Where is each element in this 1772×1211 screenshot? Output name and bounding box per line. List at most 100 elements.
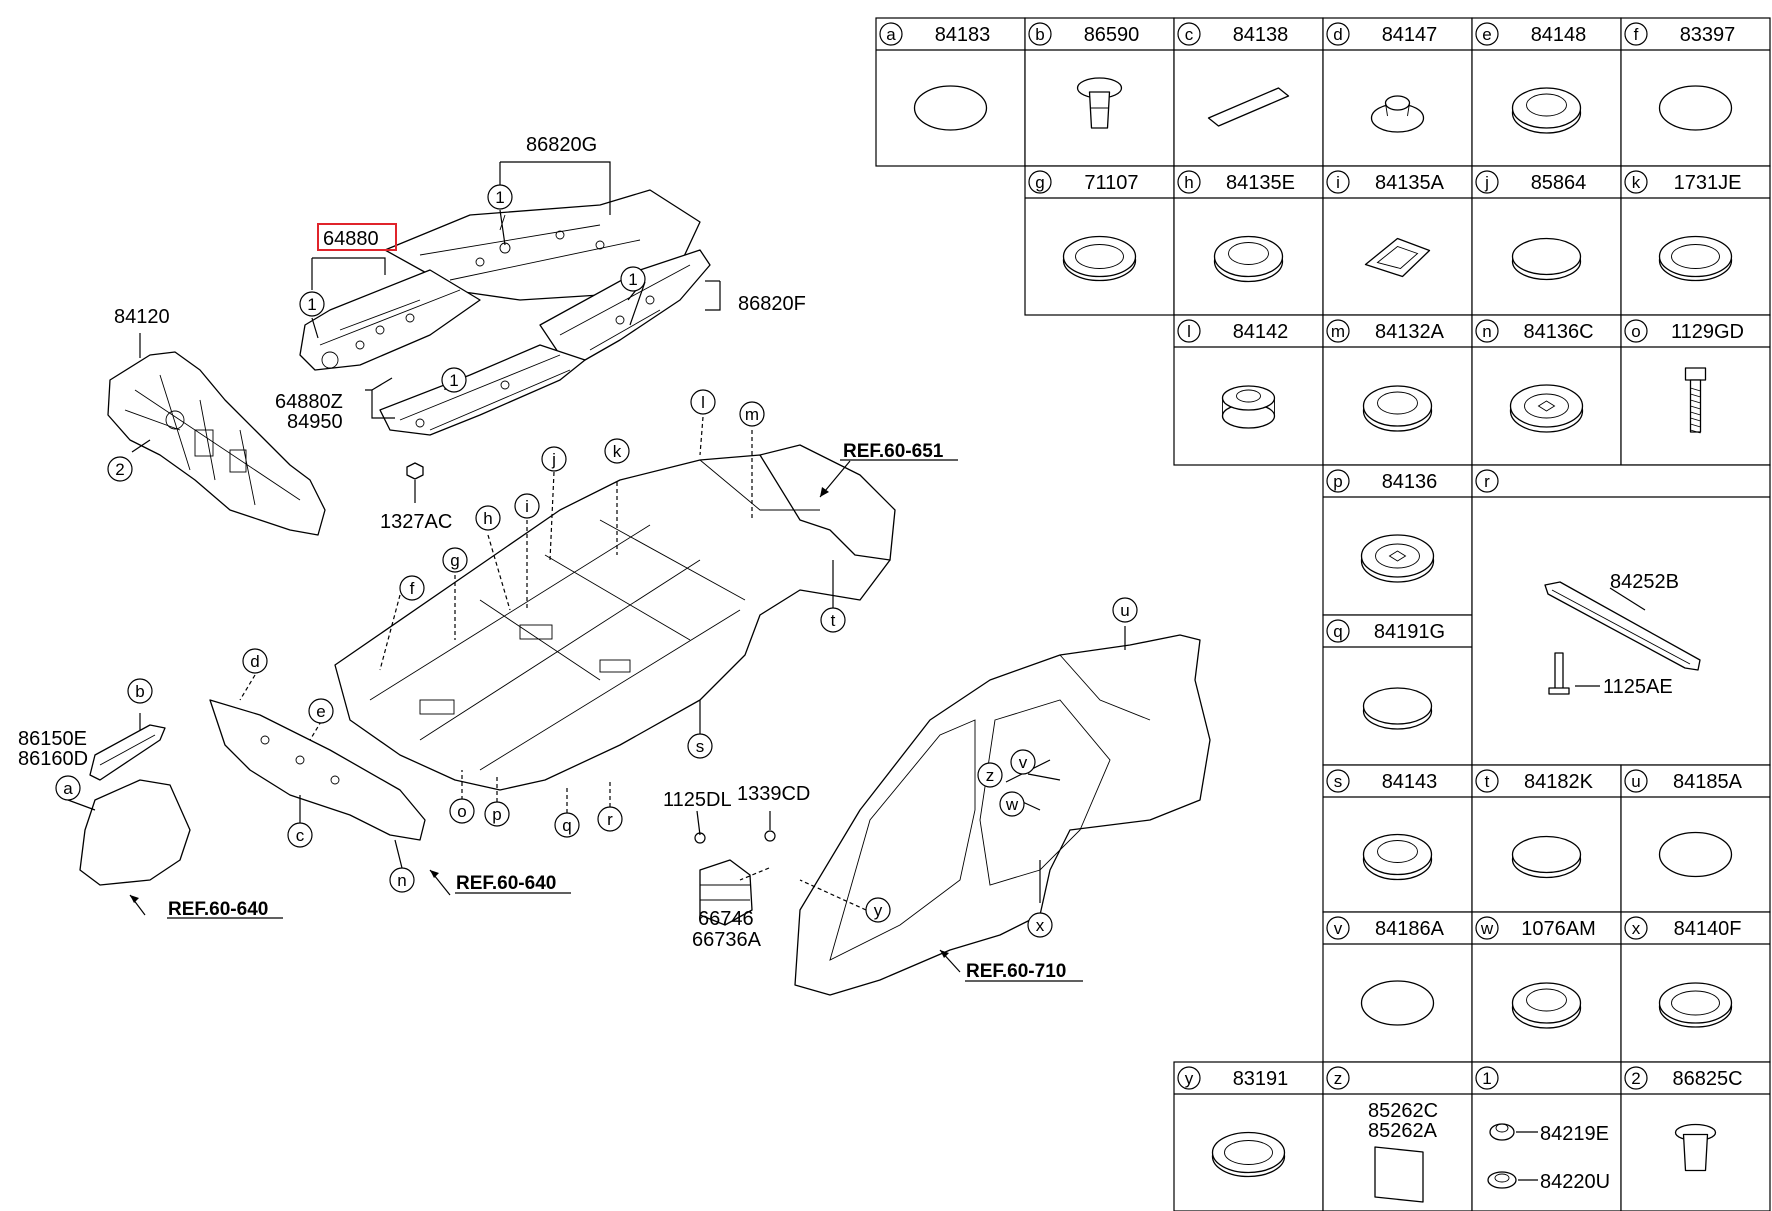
cross-plug-icon <box>1360 534 1435 583</box>
svg-text:b: b <box>135 682 144 701</box>
cell-part-number: 85864 <box>1531 172 1587 194</box>
svg-text:l: l <box>701 393 705 412</box>
cell-key: a <box>886 25 896 44</box>
label-66736A: 66736A <box>692 929 762 951</box>
callout-p: p <box>484 801 510 827</box>
cell-key: j <box>1484 173 1489 192</box>
exploded-view: 86820G 64880 86820F 84120 64880Z 84950 1… <box>18 134 1211 996</box>
callout-i: i <box>514 493 540 519</box>
oval-plug-icon <box>1658 85 1733 131</box>
label-86160D: 86160D <box>18 748 88 770</box>
cell-part-number: 84147 <box>1382 24 1438 46</box>
label-86150E: 86150E <box>18 728 87 750</box>
callout-e: e <box>308 698 334 724</box>
svg-text:1: 1 <box>628 270 637 289</box>
cell-key: u <box>1631 772 1640 791</box>
cell-part-number: 86825C <box>1672 1068 1742 1090</box>
cell-r-bracket-label: 84252B <box>1610 571 1679 593</box>
svg-text:q: q <box>562 816 571 835</box>
cell-key: o <box>1631 322 1640 341</box>
svg-text:o: o <box>457 802 466 821</box>
cell-part-number: 84136 <box>1382 471 1438 493</box>
ring-plug-icon <box>1362 385 1433 432</box>
callouts: 1 1 1 1 2 a b c d e f g h i j k l m n o … <box>55 184 1138 938</box>
tape-strip-icon <box>1207 87 1290 127</box>
cell-key: x <box>1632 919 1641 938</box>
callout-h: h <box>475 505 501 531</box>
callout-o: o <box>449 798 475 824</box>
callout-1-a: 1 <box>487 184 513 210</box>
flat-ring-icon <box>1658 235 1733 282</box>
oval-plug-icon <box>913 85 988 131</box>
square-plug-icon <box>1364 237 1431 278</box>
cell-part-number: 84138 <box>1233 24 1289 46</box>
callout-n: n <box>389 867 415 893</box>
cell-part-number: 1129GD <box>1671 321 1744 343</box>
cell-key: t <box>1485 772 1490 791</box>
label-84950: 84950 <box>287 411 343 433</box>
cell-key: v <box>1334 919 1343 938</box>
callout-v: v <box>1010 749 1036 775</box>
svg-text:1: 1 <box>307 295 316 314</box>
callout-f: f <box>399 575 425 601</box>
flat-ring-icon <box>1211 1131 1286 1178</box>
cell-part-number: 84185A <box>1673 771 1743 793</box>
callout-m: m <box>739 401 765 427</box>
callout-2: 2 <box>107 456 133 482</box>
cell-key: n <box>1482 322 1491 341</box>
cell-part-number: 84136C <box>1523 321 1593 343</box>
cell-key: l <box>1187 322 1191 341</box>
leader-lines <box>67 161 1126 982</box>
label-86820F: 86820F <box>738 293 806 315</box>
cell-1-label-a: 84219E <box>1540 1123 1609 1145</box>
table-cell-a: a 84183 <box>875 17 1026 167</box>
callout-l: l <box>690 389 716 415</box>
svg-text:x: x <box>1036 916 1045 935</box>
table-cell-d: d 84147 <box>1322 17 1473 167</box>
svg-text:g: g <box>450 551 459 570</box>
cell-part-number: 71107 <box>1084 172 1138 194</box>
cell-key: d <box>1333 25 1342 44</box>
cell-part-number: 84183 <box>935 24 991 46</box>
cell-key: i <box>1336 173 1340 192</box>
cell-key: m <box>1331 322 1345 341</box>
nut-1327ac <box>406 462 424 480</box>
label-64880: 64880 <box>323 228 379 250</box>
cell-r-bolt-label: 1125AE <box>1603 676 1673 698</box>
callout-c: c <box>287 822 313 848</box>
label-64880Z: 64880Z <box>275 391 343 413</box>
svg-text:m: m <box>745 405 759 424</box>
cell-key: p <box>1333 472 1342 491</box>
cell-part-number: 84135A <box>1375 172 1445 194</box>
svg-text:w: w <box>1005 795 1019 814</box>
label-1125DL: 1125DL <box>663 789 732 811</box>
cell-1-label-b: 84220U <box>1540 1171 1610 1193</box>
cell-r-content: 84252B 1125AE <box>1544 571 1701 698</box>
cell-key: z <box>1334 1069 1343 1088</box>
svg-text:p: p <box>492 805 501 824</box>
callout-z: z <box>977 762 1003 788</box>
cell-part-number: 1076AM <box>1521 918 1596 940</box>
svg-text:1: 1 <box>449 371 458 390</box>
floor-covering-left <box>299 269 481 371</box>
label-86820G: 86820G <box>526 134 597 156</box>
cell-z-label-a: 85262C <box>1368 1100 1438 1122</box>
cell-part-number: 84148 <box>1531 24 1587 46</box>
table-cell-j: j 85864 <box>1471 165 1622 316</box>
callout-k: k <box>604 438 630 464</box>
ref-60-640-mid: REF.60-640 <box>456 873 556 894</box>
floor-pan <box>334 444 896 791</box>
cell-key: b <box>1035 25 1044 44</box>
cell-1-content: 84219E 84220U <box>1487 1123 1610 1193</box>
